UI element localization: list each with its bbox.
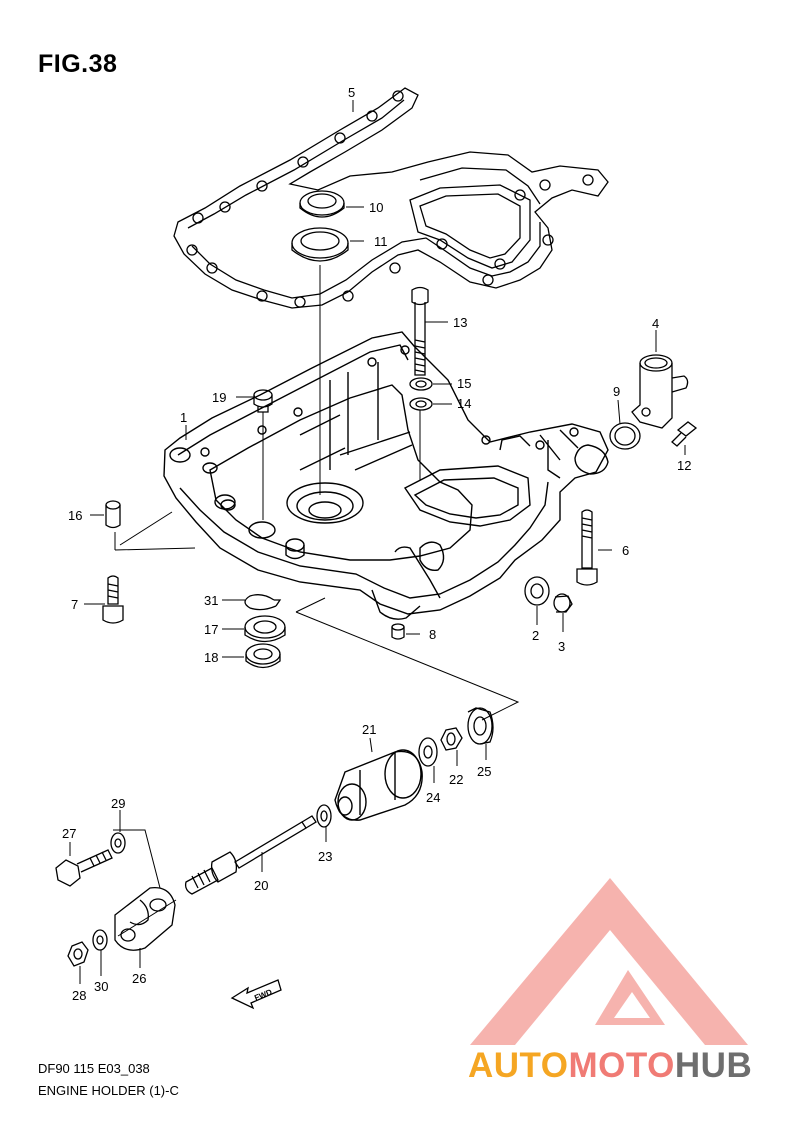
washer-23 bbox=[316, 804, 332, 828]
callout-28: 28 bbox=[72, 988, 86, 1003]
washer-30 bbox=[92, 929, 108, 951]
callout-23: 23 bbox=[318, 849, 332, 864]
callout-19: 19 bbox=[212, 390, 226, 405]
callout-21: 21 bbox=[362, 722, 376, 737]
callout-24: 24 bbox=[426, 790, 440, 805]
callout-labels: 1 2 3 4 5 6 7 8 9 10 11 12 13 14 15 16 1… bbox=[62, 85, 691, 1003]
bolt-13 bbox=[411, 286, 429, 376]
bolt-6 bbox=[576, 509, 598, 586]
gasket-5 bbox=[173, 87, 609, 309]
callout-25: 25 bbox=[477, 764, 491, 779]
figure-code: DF90 115 E03_038 bbox=[38, 1061, 150, 1076]
callout-6: 6 bbox=[622, 543, 629, 558]
bolt-7 bbox=[102, 575, 124, 624]
bracket-26 bbox=[114, 886, 176, 951]
callout-13: 13 bbox=[453, 315, 467, 330]
callout-18: 18 bbox=[204, 650, 218, 665]
callout-4: 4 bbox=[652, 316, 659, 331]
callout-20: 20 bbox=[254, 878, 268, 893]
dowel-pin-16 bbox=[105, 500, 121, 529]
callout-17: 17 bbox=[204, 622, 218, 637]
callout-27: 27 bbox=[62, 826, 76, 841]
nut-28 bbox=[67, 941, 89, 967]
dowel-pin-8 bbox=[391, 623, 405, 640]
watermark-logo bbox=[470, 878, 748, 1045]
pipe-4 bbox=[631, 354, 689, 429]
plug-3 bbox=[553, 593, 573, 613]
seal-18 bbox=[245, 643, 281, 669]
brand-part-moto: MOTO bbox=[568, 1046, 675, 1085]
o-ring-9 bbox=[609, 422, 641, 450]
seal-10 bbox=[299, 190, 345, 218]
callout-12: 12 bbox=[677, 458, 691, 473]
callout-11: 11 bbox=[374, 234, 388, 249]
callout-29: 29 bbox=[111, 796, 125, 811]
figure-name: ENGINE HOLDER (1)-C bbox=[38, 1083, 179, 1098]
callout-22: 22 bbox=[449, 772, 463, 787]
figure-title: FIG.38 bbox=[38, 50, 118, 78]
callout-26: 26 bbox=[132, 971, 146, 986]
callout-5: 5 bbox=[348, 85, 355, 100]
callout-1: 1 bbox=[180, 410, 187, 425]
brand-part-auto: AUTO bbox=[468, 1046, 569, 1085]
engine-holder-1 bbox=[163, 331, 609, 620]
washer-14 bbox=[409, 397, 433, 411]
callout-15: 15 bbox=[457, 376, 471, 391]
fwd-arrow-icon: FWD bbox=[230, 979, 282, 1010]
bearing-17 bbox=[244, 615, 286, 643]
callout-31: 31 bbox=[204, 593, 218, 608]
circlip-31 bbox=[244, 594, 282, 611]
callout-10: 10 bbox=[369, 200, 383, 215]
leader-lines bbox=[69, 100, 686, 984]
callout-2: 2 bbox=[532, 628, 539, 643]
brand-part-hub: HUB bbox=[674, 1046, 753, 1085]
spacer-25 bbox=[467, 707, 494, 745]
bolt-20 bbox=[184, 815, 317, 895]
nut-22 bbox=[440, 727, 463, 751]
callout-14: 14 bbox=[457, 396, 471, 411]
callout-9: 9 bbox=[613, 384, 620, 399]
bolt-12 bbox=[671, 421, 698, 447]
callout-3: 3 bbox=[558, 639, 565, 654]
washer-15 bbox=[409, 377, 433, 391]
callout-8: 8 bbox=[429, 627, 436, 642]
brand-wordmark: AUTOMOTOHUB bbox=[468, 1046, 752, 1086]
rubber-mount-21 bbox=[334, 749, 423, 821]
callout-30: 30 bbox=[94, 979, 108, 994]
washer-29 bbox=[110, 832, 126, 854]
washer-2 bbox=[524, 576, 550, 606]
bolt-27 bbox=[55, 849, 113, 887]
callout-7: 7 bbox=[71, 597, 78, 612]
seal-11 bbox=[291, 227, 349, 262]
callout-16: 16 bbox=[68, 508, 82, 523]
washer-24 bbox=[418, 737, 438, 767]
